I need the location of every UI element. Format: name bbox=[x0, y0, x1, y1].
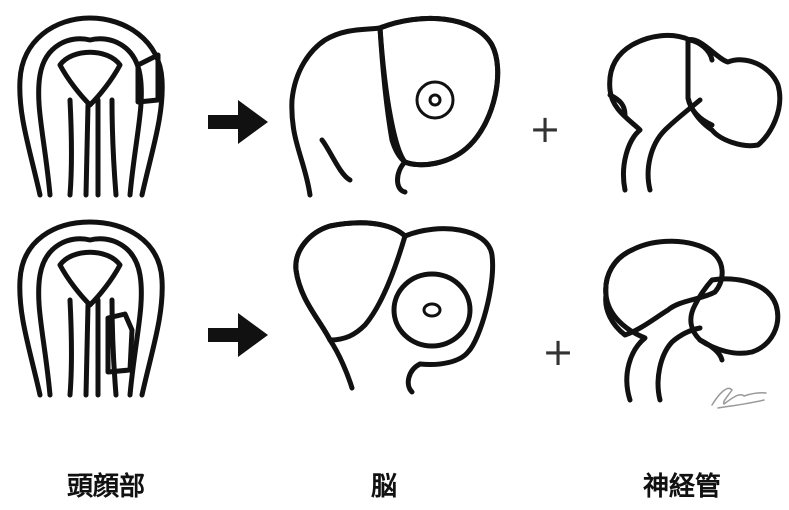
row-2: + bbox=[20, 222, 778, 408]
embryo-head-bottom bbox=[20, 222, 162, 395]
brain-top bbox=[292, 18, 498, 195]
label-neural-tube: 神経管 bbox=[582, 470, 782, 504]
brain-bottom bbox=[296, 223, 493, 392]
label-head-face: 頭顔部 bbox=[6, 470, 206, 504]
arrow-icon bbox=[208, 313, 268, 357]
artist-signature bbox=[712, 388, 766, 408]
embryo-head-top bbox=[20, 18, 162, 195]
neural-tube-top bbox=[610, 35, 780, 190]
label-brain: 脳 bbox=[284, 470, 484, 504]
row-1: + bbox=[20, 18, 780, 195]
plus-sign: + bbox=[529, 107, 561, 151]
plus-sign: + bbox=[542, 330, 574, 374]
arrow-icon bbox=[208, 100, 268, 144]
neural-tube-bottom bbox=[606, 241, 778, 408]
